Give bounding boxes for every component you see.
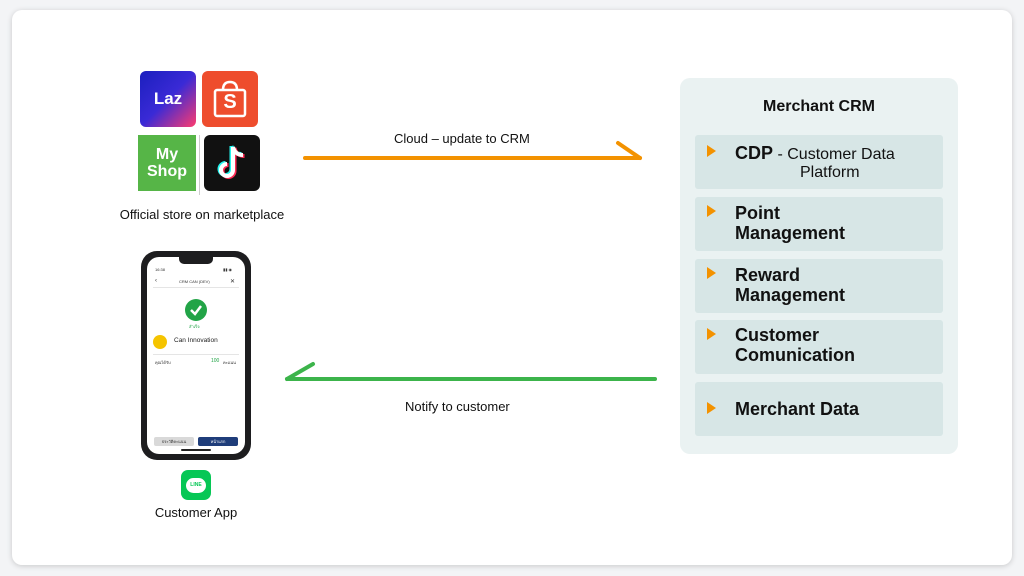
phone-screen: 16:38 ▮▮ ◉ ‹ CRM CAN (DEV) ✕ สำเร็จ Can … xyxy=(147,257,245,454)
myshop-logo: My Shop xyxy=(138,135,196,191)
customer-comm-text: Customer Comunication xyxy=(735,325,855,365)
brand-name: Can Innovation xyxy=(174,337,218,344)
lazada-logo-text: Laz xyxy=(153,89,183,108)
phone-notch xyxy=(179,257,213,264)
success-text: สำเร็จ xyxy=(189,324,200,329)
back-icon[interactable]: ‹ xyxy=(155,278,157,284)
brand-divider xyxy=(153,354,239,355)
can-innovation-logo xyxy=(153,335,167,349)
shopee-bag-icon xyxy=(213,80,247,118)
points-unit: คะแนน xyxy=(223,360,236,365)
marketplace-label: Official store on marketplace xyxy=(119,207,285,222)
arrow-to-customer xyxy=(285,362,657,381)
bullet-arrow-icon xyxy=(707,145,716,157)
merchant-crm-title: Merchant CRM xyxy=(762,98,875,115)
arrow-to-crm xyxy=(303,141,642,160)
point-mgmt-text: Point Management xyxy=(735,203,845,243)
points-value: 100 xyxy=(211,358,220,364)
point-line2: Management xyxy=(735,223,846,243)
lazada-logo: Laz xyxy=(140,71,196,127)
bullet-arrow-icon xyxy=(707,402,716,414)
shopee-logo-text: S xyxy=(223,91,237,113)
points-history-button[interactable]: ประวัติคะแนน xyxy=(154,437,194,446)
crm-item-reward-management: Reward Management xyxy=(695,259,943,313)
bullet-arrow-icon xyxy=(707,328,716,340)
customer-app-label: Customer App xyxy=(154,505,238,520)
merchant-data-line1: Merchant Data xyxy=(735,399,860,419)
bullet-arrow-icon xyxy=(707,267,716,279)
customer-line1: Customer xyxy=(735,325,820,345)
crm-item-point-management: Point Management xyxy=(695,197,943,251)
crm-item-customer-communication: Customer Comunication xyxy=(695,320,943,374)
phone-mockup: 16:38 ▮▮ ◉ ‹ CRM CAN (DEV) ✕ สำเร็จ Can … xyxy=(141,251,251,460)
tiktok-note-icon xyxy=(217,145,245,179)
header-divider xyxy=(153,287,239,288)
point-line1: Point xyxy=(735,203,780,223)
merchant-data-text: Merchant Data xyxy=(735,399,859,419)
myshop-logo-line2: Shop xyxy=(147,163,187,180)
points-label: คุณได้รับ xyxy=(155,360,171,365)
logo-divider xyxy=(199,135,200,195)
tiktok-logo xyxy=(204,135,260,191)
bullet-arrow-icon xyxy=(707,205,716,217)
home-indicator xyxy=(181,449,211,451)
shopee-logo: S xyxy=(202,71,258,127)
phone-time: 16:38 xyxy=(155,267,166,272)
status-icons: ▮▮ ◉ xyxy=(223,267,233,272)
arrow-bottom-label: Notify to customer xyxy=(405,399,510,414)
crm-item-merchant-data: Merchant Data xyxy=(695,382,943,436)
reward-line1: Reward xyxy=(735,265,801,285)
myshop-logo-line1: My xyxy=(155,146,179,163)
reward-line2: Management xyxy=(735,285,846,305)
success-check-icon xyxy=(185,299,207,321)
cdp-rest: - Customer Data xyxy=(773,146,895,163)
cdp-bold: CDP xyxy=(735,143,774,163)
phone-header-title: CRM CAN (DEV) xyxy=(179,279,210,284)
crm-item-cdp-text: CDP - Customer Data xyxy=(735,143,935,165)
line-bubble-icon: LINE xyxy=(186,477,206,493)
reward-mgmt-text: Reward Management xyxy=(735,265,845,305)
crm-item-cdp: CDP - Customer Data Platform xyxy=(695,135,943,189)
line-app-text: LINE xyxy=(190,482,202,488)
line-app-icon: LINE xyxy=(181,470,211,500)
arrow-top-label: Cloud – update to CRM xyxy=(394,131,530,146)
close-icon[interactable]: ✕ xyxy=(230,279,236,285)
cdp-rest-line2: Platform xyxy=(800,164,860,181)
home-button[interactable]: หน้าแรก xyxy=(198,437,238,446)
customer-line2: Comunication xyxy=(735,345,855,365)
